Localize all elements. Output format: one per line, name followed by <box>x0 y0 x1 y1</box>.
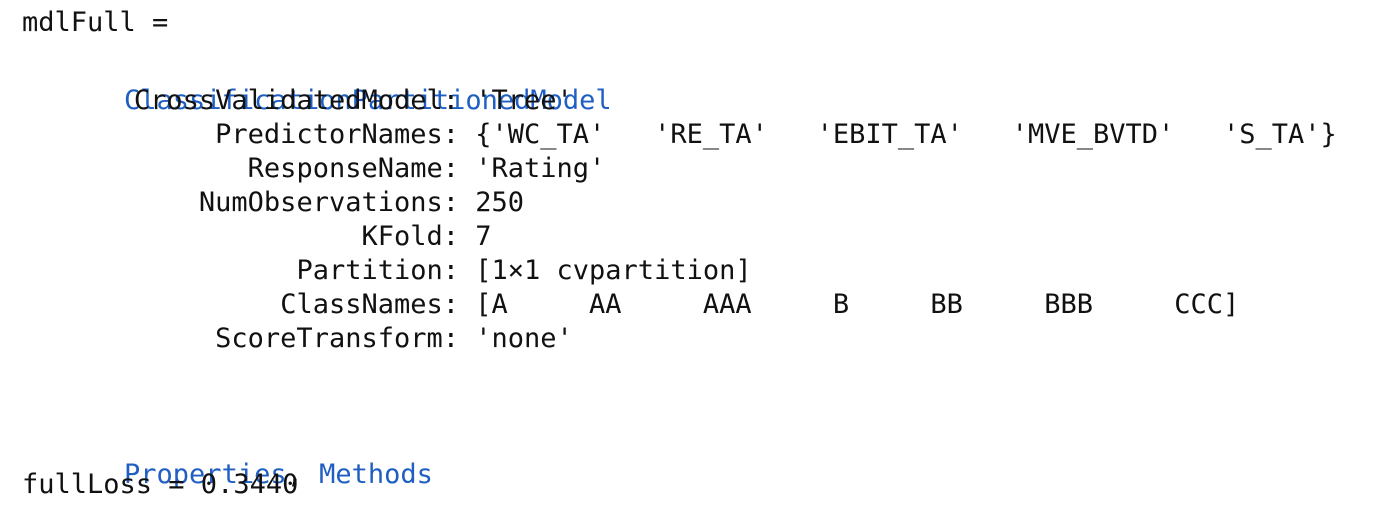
property-value-classnames: [A AA AAA B BB BBB CCC] <box>459 289 1240 320</box>
property-value-responsename: 'Rating' <box>459 153 606 184</box>
property-value-partition: [1×1 cvpartition] <box>459 255 752 286</box>
property-value-scoretransform: 'none' <box>459 323 573 354</box>
property-name-partition: Partition: <box>296 255 459 286</box>
methods-link[interactable]: Methods <box>319 459 433 490</box>
property-name-classnames: ClassNames: <box>280 289 459 320</box>
variable-assignment: mdlFull = <box>22 7 169 38</box>
properties-link[interactable]: Properties <box>124 459 287 490</box>
property-value-numobservations: 250 <box>459 187 525 218</box>
class-name-text[interactable]: ClassificationPartitionedModel <box>124 85 612 116</box>
links-separator: , <box>286 459 320 490</box>
property-name-numobservations: NumObservations: <box>198 187 459 218</box>
property-value-kfold: 7 <box>459 221 492 252</box>
property-name-crossvalidatedmodel: CrossValidatedModel: <box>133 85 459 116</box>
property-name-kfold: KFold: <box>361 221 459 252</box>
class-name-link[interactable]: ClassificationPartitionedModel <box>59 50 612 116</box>
property-value-predictornames: {'WC_TA' 'RE_TA' 'EBIT_TA' 'MVE_BVTD' 'S… <box>459 119 1337 150</box>
object-links: Properties, Methods <box>59 424 433 490</box>
property-value-crossvalidatedmodel: 'Tree' <box>459 85 573 116</box>
property-name-responsename: ResponseName: <box>247 153 459 184</box>
property-name-predictornames: PredictorNames: <box>215 119 459 150</box>
property-name-scoretransform: ScoreTransform: <box>215 323 459 354</box>
result-line: fullLoss = 0.3440 <box>22 469 299 500</box>
